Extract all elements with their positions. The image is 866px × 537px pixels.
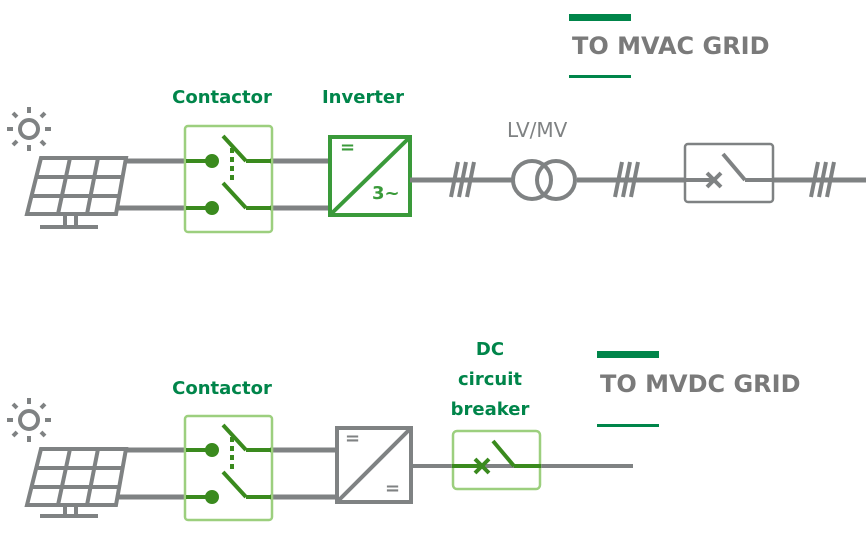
contactor-dc xyxy=(183,414,274,522)
grid-bar-top-ac xyxy=(569,14,631,21)
grid-bar-top-dc xyxy=(597,351,659,358)
solar-panel-icon-dc xyxy=(24,447,129,518)
contactor-ac xyxy=(183,124,274,234)
dc-breaker-label-line3: breaker xyxy=(450,399,530,420)
ac-circuit-breaker xyxy=(683,142,775,204)
converter-symbol-in: = xyxy=(345,428,361,449)
solar-panel-icon-ac xyxy=(24,156,129,229)
sun-icon-ac xyxy=(7,107,51,151)
inverter-dc-symbol: = xyxy=(340,137,356,158)
three-phase-marker-1 xyxy=(449,161,476,198)
transformer-label: LV/MV xyxy=(507,118,568,142)
dc-breaker-label: DC circuit breaker xyxy=(440,335,540,425)
inverter-ac-symbol: 3~ xyxy=(372,183,400,204)
sun-icon-dc xyxy=(7,398,51,442)
grid-bar-bottom-ac xyxy=(569,75,631,78)
dc-breaker-label-line1: DC xyxy=(475,339,505,360)
transformer-icon xyxy=(511,159,577,201)
contactor-label-dc: Contactor xyxy=(172,378,272,399)
dc-circuit-breaker xyxy=(411,429,633,491)
inverter-label: Inverter xyxy=(321,87,405,108)
inverter xyxy=(328,135,412,217)
three-phase-marker-3 xyxy=(809,161,836,198)
grid-bar-bottom-dc xyxy=(597,424,659,427)
converter-symbol-out: = xyxy=(385,478,401,499)
grid-label-ac: TO MVAC GRID xyxy=(572,32,770,60)
grid-label-dc: TO MVDC GRID xyxy=(600,370,801,398)
three-phase-marker-2 xyxy=(613,161,640,198)
contactor-label-ac: Contactor xyxy=(172,87,272,108)
dc-breaker-label-line2: circuit xyxy=(458,369,522,390)
